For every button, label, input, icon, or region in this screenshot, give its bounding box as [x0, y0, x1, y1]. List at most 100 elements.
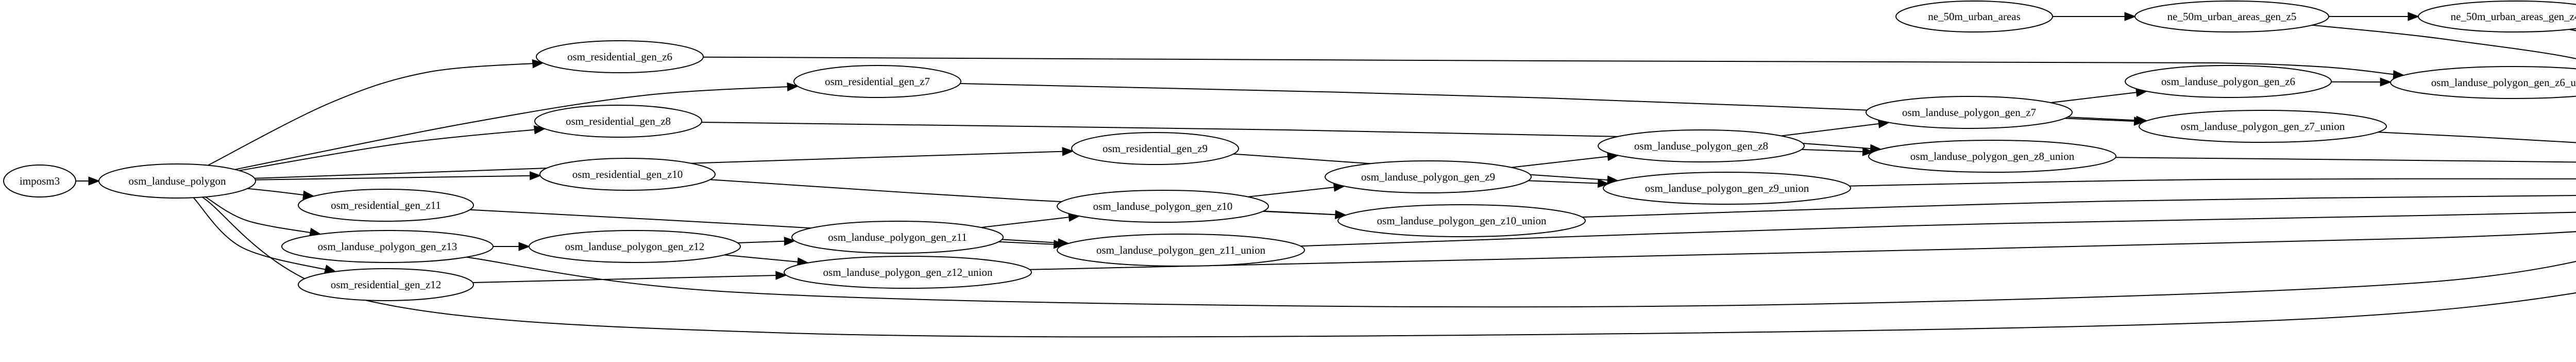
edge-osm_landuse_polygon_gen_z11_union-to-layer_landuse-z11	[1300, 211, 2576, 247]
node-label-osm_landuse_polygon_gen_z13: osm_landuse_polygon_gen_z13	[318, 240, 457, 253]
node-shape-osm_landuse_polygon_gen_z10	[1057, 190, 1269, 223]
node-shape-osm_landuse_polygon_gen_z7	[1866, 96, 2073, 129]
node-shape-osm_landuse_polygon	[98, 163, 256, 199]
node-label-osm_landuse_polygon_gen_z6: osm_landuse_polygon_gen_z6	[2161, 75, 2295, 88]
node-shape-osm_residential_gen_z8	[534, 105, 702, 138]
node-label-ne_50m_urban_areas: ne_50m_urban_areas	[1928, 10, 2021, 23]
node-shape-ne_50m_urban_areas	[1895, 1, 2053, 32]
node-label-osm_residential_gen_z9: osm_residential_gen_z9	[1103, 142, 1208, 155]
node-label-osm_residential_gen_z6: osm_residential_gen_z6	[567, 51, 672, 63]
edge-osm_landuse_polygon-to-layer_landuse-z14+	[202, 196, 2576, 338]
node-osm_landuse_polygon: osm_landuse_polygon	[98, 163, 256, 199]
node-shape-osm_landuse_polygon_gen_z12_union	[784, 256, 1032, 289]
node-label-osm_residential_gen_z8: osm_residential_gen_z8	[566, 115, 671, 127]
edge-osm_landuse_polygon_gen_z12_union-to-layer_landuse-z12	[1029, 231, 2576, 270]
edge-osm_residential_gen_z10-to-osm_landuse_polygon_gen_z10_union	[710, 179, 1347, 219]
node-osm_landuse_polygon_gen_z6: osm_landuse_polygon_gen_z6	[2125, 65, 2332, 98]
node-shape-osm_residential_gen_z11	[298, 189, 474, 222]
node-osm_landuse_polygon_gen_z7: osm_landuse_polygon_gen_z7	[1866, 96, 2073, 129]
node-osm_residential_gen_z10: osm_residential_gen_z10	[539, 158, 716, 191]
node-label-osm_residential_gen_z11: osm_residential_gen_z11	[331, 199, 441, 211]
node-label-ne_50m_urban_areas_gen_z5: ne_50m_urban_areas_gen_z5	[2167, 10, 2297, 23]
node-ne_50m_urban_areas: ne_50m_urban_areas	[1895, 1, 2053, 32]
node-osm_residential_gen_z8: osm_residential_gen_z8	[534, 105, 702, 138]
node-shape-osm_residential_gen_z9	[1071, 132, 1239, 165]
edge-osm_landuse_polygon_gen_z8-to-osm_landuse_polygon_gen_z7	[1781, 119, 1890, 137]
edge-ne_50m_urban_areas_gen_z5-to-layer_landuse-z5	[2312, 24, 2576, 59]
node-ne_50m_urban_areas_gen_z5: ne_50m_urban_areas_gen_z5	[2134, 1, 2329, 32]
node-osm_landuse_polygon_gen_z8_union: osm_landuse_polygon_gen_z8_union	[1868, 140, 2116, 173]
node-label-osm_residential_gen_z10: osm_residential_gen_z10	[572, 168, 683, 180]
node-label-osm_landuse_polygon_gen_z7: osm_landuse_polygon_gen_z7	[1902, 106, 2036, 119]
edge-osm_residential_gen_z12-to-osm_landuse_polygon_gen_z12_union	[472, 271, 788, 283]
node-osm_landuse_polygon_gen_z9: osm_landuse_polygon_gen_z9	[1325, 160, 1532, 193]
edge-osm_landuse_polygon-to-osm_residential_gen_z8	[239, 125, 546, 171]
node-label-osm_landuse_polygon_gen_z9_union: osm_landuse_polygon_gen_z9_union	[1645, 182, 1809, 194]
node-osm_landuse_polygon_gen_z7_union: osm_landuse_polygon_gen_z7_union	[2139, 110, 2387, 143]
node-label-osm_residential_gen_z12: osm_residential_gen_z12	[331, 278, 442, 291]
node-shape-osm_residential_gen_z12	[298, 268, 474, 301]
node-shape-osm_landuse_polygon_gen_z11_union	[1057, 234, 1305, 267]
edge-osm_landuse_polygon_gen_z10-to-osm_landuse_polygon_gen_z9	[1248, 183, 1346, 198]
node-label-osm_landuse_polygon_gen_z10: osm_landuse_polygon_gen_z10	[1093, 200, 1233, 212]
node-label-osm_landuse_polygon_gen_z7_union: osm_landuse_polygon_gen_z7_union	[2181, 120, 2345, 133]
node-label-imposm3: imposm3	[20, 175, 60, 187]
edge-osm_landuse_polygon_gen_z7-to-osm_landuse_polygon_gen_z7_union	[2067, 116, 2148, 125]
node-label-osm_residential_gen_z7: osm_residential_gen_z7	[825, 75, 930, 88]
node-osm_residential_gen_z6: osm_residential_gen_z6	[536, 40, 704, 73]
node-osm_landuse_polygon_gen_z8: osm_landuse_polygon_gen_z8	[1598, 129, 1805, 162]
node-shape-osm_landuse_polygon_gen_z6	[2125, 65, 2332, 98]
node-osm_residential_gen_z11: osm_residential_gen_z11	[298, 189, 474, 222]
edge-osm_landuse_polygon_gen_z9-to-osm_landuse_polygon_gen_z9_union	[1528, 178, 1610, 188]
edge-osm_landuse_polygon_gen_z12-to-osm_landuse_polygon_gen_z12_union	[724, 254, 809, 267]
edge-osm_landuse_polygon_gen_z11-to-osm_landuse_polygon_gen_z10	[981, 212, 1080, 228]
node-label-ne_50m_urban_areas_gen_z4: ne_50m_urban_areas_gen_z4	[2451, 10, 2576, 23]
node-shape-osm_landuse_polygon_gen_z10_union	[1337, 204, 1586, 237]
node-shape-osm_residential_gen_z10	[539, 158, 716, 191]
node-osm_landuse_polygon_gen_z6_union: osm_landuse_polygon_gen_z6_union	[2390, 66, 2576, 99]
node-osm_landuse_polygon_gen_z13: osm_landuse_polygon_gen_z13	[281, 230, 494, 263]
edge-osm_landuse_polygon_gen_z8-to-osm_landuse_polygon_gen_z8_union	[1801, 147, 1874, 156]
node-osm_landuse_polygon_gen_z11_union: osm_landuse_polygon_gen_z11_union	[1057, 234, 1305, 267]
edge-osm_landuse_polygon_gen_z11-to-osm_landuse_polygon_gen_z11_union	[998, 240, 1066, 249]
node-shape-imposm3	[3, 164, 76, 198]
node-shape-ne_50m_urban_areas_gen_z4	[2418, 1, 2576, 32]
edge-osm_landuse_polygon_gen_z7_union-to-layer_landuse-z7	[2378, 131, 2576, 143]
edge-osm_landuse_polygon-to-osm_residential_gen_z10	[255, 171, 542, 180]
node-shape-ne_50m_urban_areas_gen_z5	[2134, 1, 2329, 32]
node-shape-osm_landuse_polygon_gen_z11	[791, 221, 1004, 254]
node-shape-osm_landuse_polygon_gen_z13	[281, 230, 494, 263]
edge-osm_landuse_polygon-to-osm_residential_gen_z6	[208, 59, 545, 166]
node-label-osm_landuse_polygon: osm_landuse_polygon	[129, 175, 226, 187]
node-label-osm_landuse_polygon_gen_z6_union: osm_landuse_polygon_gen_z6_union	[2431, 76, 2576, 89]
edge-osm_landuse_polygon_gen_z9-to-osm_landuse_polygon_gen_z8	[1511, 152, 1619, 168]
edge-osm_landuse_polygon-to-osm_residential_gen_z12	[193, 197, 337, 274]
node-label-osm_landuse_polygon_gen_z11: osm_landuse_polygon_gen_z11	[828, 231, 967, 243]
node-label-osm_landuse_polygon_gen_z12: osm_landuse_polygon_gen_z12	[565, 240, 705, 253]
node-osm_landuse_polygon_gen_z12_union: osm_landuse_polygon_gen_z12_union	[784, 256, 1032, 289]
node-osm_landuse_polygon_gen_z10_union: osm_landuse_polygon_gen_z10_union	[1337, 204, 1586, 237]
node-shape-osm_landuse_polygon_gen_z7_union	[2139, 110, 2387, 143]
node-shape-osm_residential_gen_z6	[536, 40, 704, 73]
node-label-osm_landuse_polygon_gen_z9: osm_landuse_polygon_gen_z9	[1361, 171, 1495, 183]
edge-osm_landuse_polygon-to-osm_residential_gen_z7	[234, 82, 799, 170]
node-osm_landuse_polygon_gen_z11: osm_landuse_polygon_gen_z11	[791, 221, 1004, 254]
node-osm_residential_gen_z9: osm_residential_gen_z9	[1071, 132, 1239, 165]
node-label-osm_landuse_polygon_gen_z8_union: osm_landuse_polygon_gen_z8_union	[1910, 150, 2075, 162]
node-ne_50m_urban_areas_gen_z4: ne_50m_urban_areas_gen_z4	[2418, 1, 2576, 32]
node-shape-osm_landuse_polygon_gen_z9	[1325, 160, 1532, 193]
node-shape-osm_landuse_polygon_gen_z6_union	[2390, 66, 2576, 99]
node-osm_landuse_polygon_gen_z10: osm_landuse_polygon_gen_z10	[1057, 190, 1269, 223]
edge-osm_residential_gen_z6-to-osm_landuse_polygon_gen_z6_union	[703, 56, 2405, 79]
edge-osm_landuse_polygon-to-osm_residential_gen_z11	[247, 188, 315, 200]
edge-osm_landuse_polygon_gen_z12-to-osm_landuse_polygon_gen_z11	[737, 237, 796, 246]
edge-osm_landuse_polygon_gen_z9_union-to-layer_landuse-z9	[1849, 178, 2576, 187]
node-label-osm_landuse_polygon_gen_z8: osm_landuse_polygon_gen_z8	[1634, 140, 1768, 152]
node-label-osm_landuse_polygon_gen_z11_union: osm_landuse_polygon_gen_z11_union	[1096, 244, 1266, 256]
node-osm_landuse_polygon_gen_z12: osm_landuse_polygon_gen_z12	[529, 230, 741, 263]
node-osm_landuse_polygon_gen_z9_union: osm_landuse_polygon_gen_z9_union	[1603, 172, 1851, 205]
node-osm_residential_gen_z7: osm_residential_gen_z7	[793, 65, 961, 98]
